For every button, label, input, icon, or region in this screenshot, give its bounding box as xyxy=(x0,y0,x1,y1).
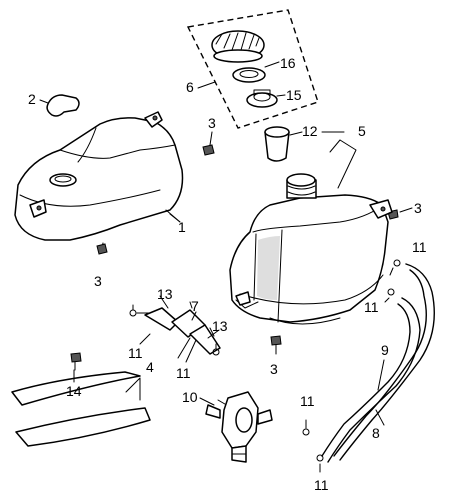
callout-14: 14 xyxy=(66,383,82,399)
tank-cover xyxy=(14,111,184,241)
leader-10 xyxy=(199,397,215,406)
callout-3-left: 3 xyxy=(94,273,102,289)
bolt-bottom xyxy=(270,335,282,355)
foam-strip-lower xyxy=(15,407,151,447)
hose-9 xyxy=(333,263,435,461)
fuel-tank xyxy=(229,173,393,325)
leader-6 xyxy=(197,81,216,89)
callout-13-b: 13 xyxy=(212,318,228,334)
callout-5: 5 xyxy=(358,123,366,139)
hose-8 xyxy=(321,297,421,463)
fuel-filter xyxy=(144,295,221,355)
fuel-cock xyxy=(205,391,273,463)
callout-7: 7 xyxy=(191,298,199,314)
callout-5-12-leaders xyxy=(321,131,357,189)
callout-11-e: 11 xyxy=(300,393,315,409)
callout-15: 15 xyxy=(286,87,302,103)
callout-11-f: 11 xyxy=(314,477,329,493)
callout-10: 10 xyxy=(182,389,198,405)
callout-3-top: 3 xyxy=(208,115,216,131)
callout-12: 12 xyxy=(302,123,318,139)
bolt-left xyxy=(96,242,108,255)
callout-8: 8 xyxy=(372,425,380,441)
clip-e xyxy=(302,419,310,436)
cover-cap xyxy=(39,94,80,117)
clip-c xyxy=(389,259,401,276)
clip-f xyxy=(316,454,324,473)
clip-d xyxy=(384,288,395,303)
callout-9: 9 xyxy=(381,342,389,358)
filler-strainer xyxy=(264,126,303,162)
callout-11-d: 11 xyxy=(364,299,379,315)
callout-3-bottom: 3 xyxy=(270,361,278,377)
filler-cap xyxy=(211,30,265,63)
callout-1: 1 xyxy=(178,219,186,235)
leader-1 xyxy=(169,213,181,223)
callout-13-a: 13 xyxy=(157,286,173,302)
bolt-top xyxy=(202,131,215,156)
clip-a xyxy=(129,304,137,317)
foam-strip-upper xyxy=(11,371,141,406)
callout-11-a: 11 xyxy=(128,345,143,361)
callout-4: 4 xyxy=(146,359,154,375)
clip-b xyxy=(212,343,220,356)
callout-11-b: 11 xyxy=(176,365,191,381)
callout-6: 6 xyxy=(186,79,194,95)
cap-seal xyxy=(246,89,286,108)
clip-14 xyxy=(70,352,82,371)
callout-11-c: 11 xyxy=(412,239,427,255)
callout-3-right: 3 xyxy=(414,200,422,216)
callout-2: 2 xyxy=(28,91,36,107)
callout-16: 16 xyxy=(280,55,296,71)
cap-gasket xyxy=(232,61,280,83)
